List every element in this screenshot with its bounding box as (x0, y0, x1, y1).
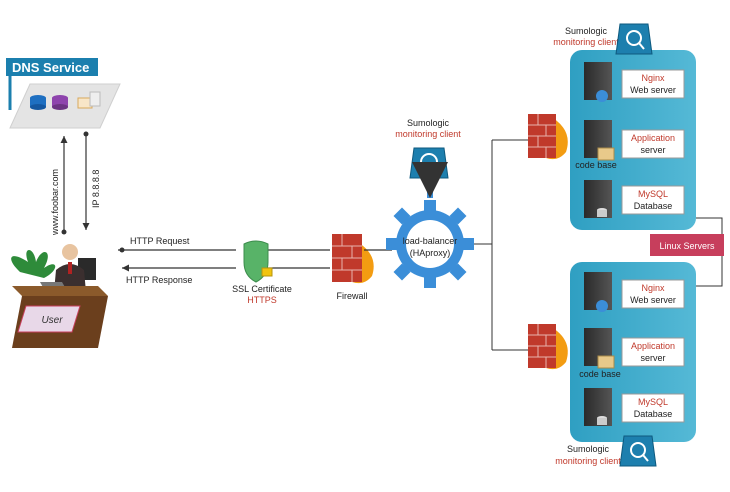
firewall-label: Firewall (336, 291, 367, 301)
document-icon (77, 91, 101, 109)
code-base-label: code base (575, 160, 617, 170)
server-cluster-2: Nginx Web server code base Application s… (528, 262, 696, 467)
firewall-icon (332, 234, 374, 284)
database-icon (30, 95, 46, 110)
dns-query-arrows (60, 131, 90, 235)
dns-tag (6, 58, 98, 76)
server-label: server (640, 145, 665, 155)
application-label: Application (631, 133, 675, 143)
ssl-label: SSL Certificate (232, 284, 292, 294)
database-label: Database (634, 201, 673, 211)
dns-title: DNS Service (12, 60, 89, 75)
code-base-label: code base (579, 369, 621, 379)
server-icon (584, 120, 615, 161)
web-server-label: Web server (630, 295, 676, 305)
load-balancer-label: load-balancer (403, 236, 458, 246)
lb-connections (474, 139, 530, 351)
server-cluster-1: Sumologic monitoring client Nginx Web se… (528, 23, 696, 230)
sumologic-sub-label: monitoring client (555, 456, 621, 466)
application-label: Application (631, 341, 675, 351)
linux-servers-tag (650, 234, 724, 256)
linux-servers-label: Linux Servers (659, 241, 715, 251)
database-label: Database (634, 409, 673, 419)
sumologic-sub-label: monitoring client (395, 129, 461, 139)
sumologic-label: Sumologic (407, 118, 450, 128)
https-label: HTTPS (247, 295, 277, 305)
load-balancer-gear-icon (386, 200, 474, 288)
dns-service: DNS Service (6, 58, 121, 129)
firewall-icon (528, 114, 568, 160)
database-icon (52, 95, 68, 110)
user-workstation: User (11, 244, 108, 348)
domain-label: www.foobar.com (50, 169, 60, 236)
server-icon (584, 62, 612, 102)
monitoring-icon (619, 435, 657, 467)
server-icon (584, 328, 615, 369)
firewall-icon (528, 324, 568, 370)
nginx-label: Nginx (641, 283, 665, 293)
http-response-label: HTTP Response (126, 275, 192, 285)
server-icon (584, 272, 612, 312)
mysql-label: MySQL (638, 397, 668, 407)
user-label: User (41, 315, 63, 326)
server-label: server (640, 353, 665, 363)
mysql-label: MySQL (638, 189, 668, 199)
load-balancer-sub-label: (HAproxy) (410, 248, 451, 258)
web-server-label: Web server (630, 85, 676, 95)
http-request-label: HTTP Request (130, 236, 190, 246)
http-flow (118, 247, 330, 272)
ip-label: IP 8.8.8.8 (91, 170, 101, 208)
ssl-shield-icon (243, 240, 273, 283)
server-icon (584, 388, 612, 426)
nginx-label: Nginx (641, 73, 665, 83)
sumologic-sub-label: monitoring client (553, 37, 619, 47)
monitoring-icon (409, 147, 449, 179)
monitoring-icon (615, 23, 653, 55)
sumologic-label: Sumologic (565, 26, 608, 36)
sumologic-label: Sumologic (567, 444, 610, 454)
server-icon (584, 180, 612, 218)
plant-icon (11, 250, 56, 278)
